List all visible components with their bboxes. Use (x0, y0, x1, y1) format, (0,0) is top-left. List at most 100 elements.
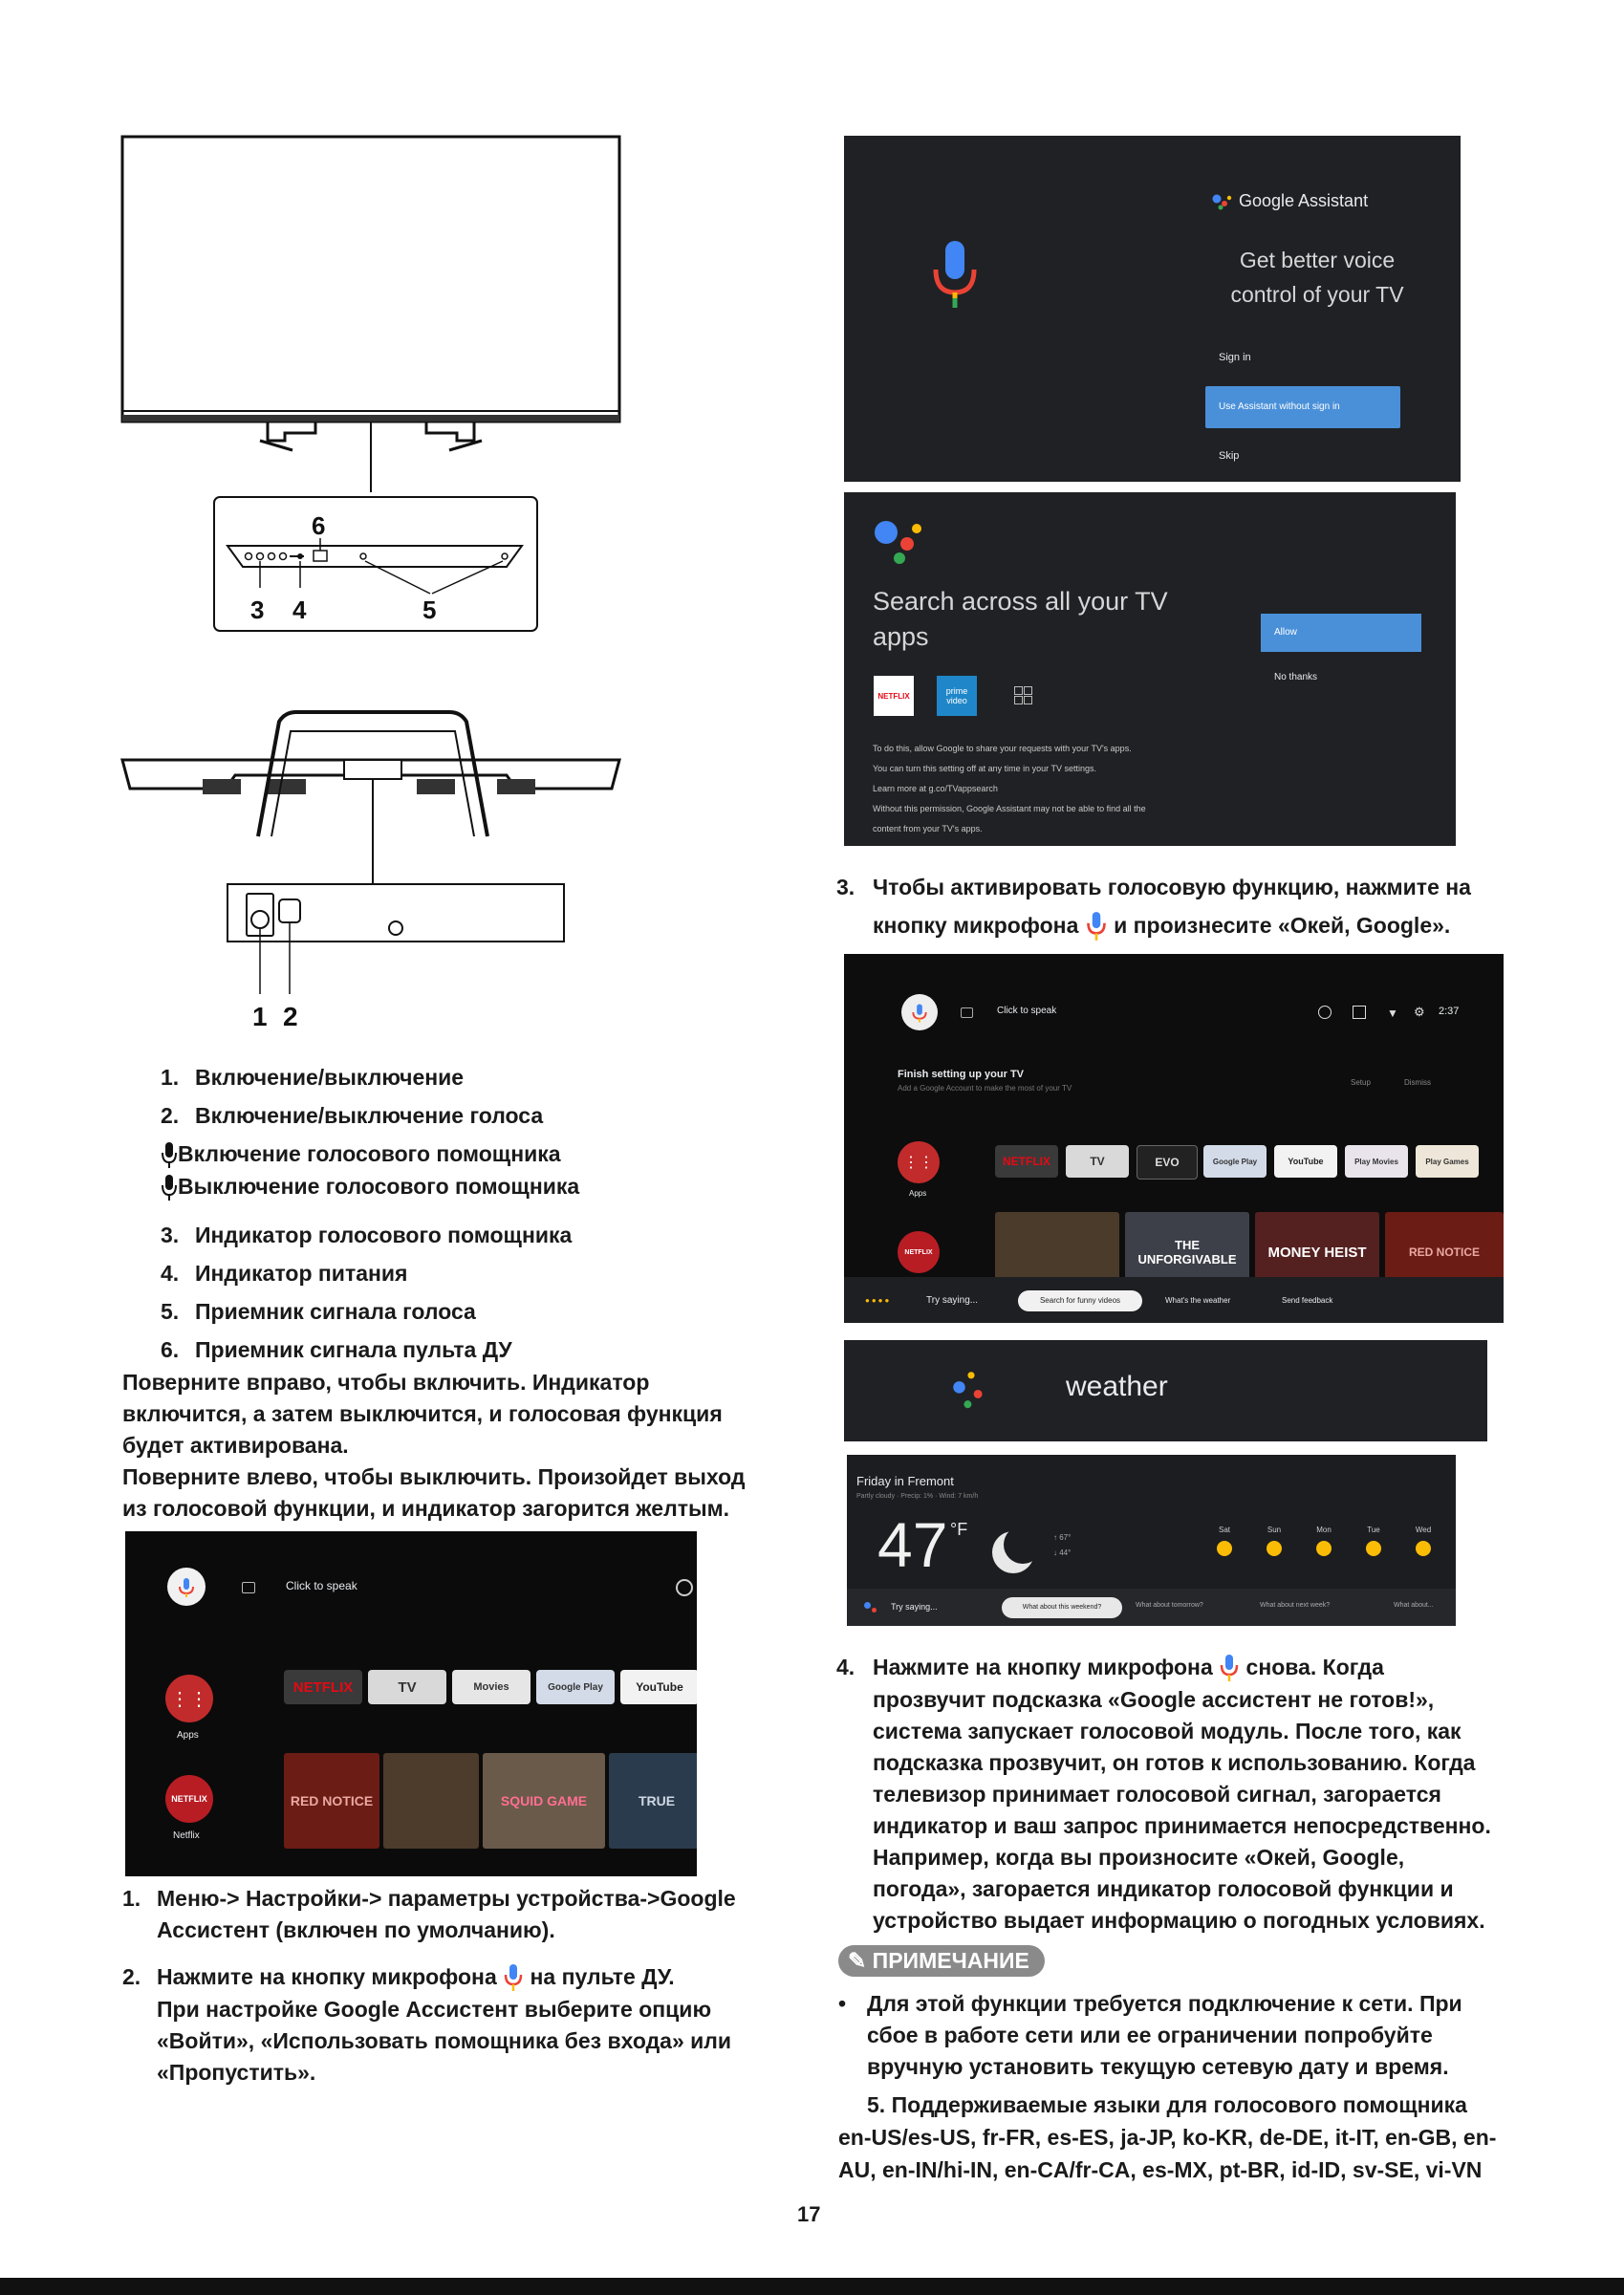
temperature: 47 (877, 1509, 948, 1580)
suggestion-chip-1[interactable]: What about this weekend? (1002, 1597, 1122, 1618)
home-screen-large: Click to speak ▼ ⚙ 2:37 Finish setting u… (844, 954, 1504, 1323)
callout-1: 1 (252, 1002, 268, 1031)
click-to-speak[interactable]: Click to speak (286, 1579, 357, 1592)
feature-item-4: 4.Индикатор питания (161, 1261, 408, 1286)
feature-list-top: 1.Включение/выключение 2.Включение/выклю… (161, 1061, 677, 1132)
para-line: Поверните вправо, чтобы включить. Индика… (122, 1370, 650, 1395)
try-saying: Try saying... (891, 1602, 938, 1612)
moon-cloud-icon (992, 1526, 1042, 1573)
tile-evo[interactable]: EVO (1137, 1145, 1198, 1180)
day-sun: Sun (1267, 1526, 1282, 1534)
front-detail-box (213, 496, 538, 632)
tile-netflix[interactable]: NETFLIX (995, 1145, 1058, 1178)
option-sign-in[interactable]: Sign in (1219, 352, 1251, 363)
step-3: 3. Чтобы активировать голосовую функцию,… (836, 868, 1601, 944)
suggestion-chip-4[interactable]: What about... (1394, 1602, 1434, 1609)
mic-icon (1220, 1654, 1239, 1681)
temperature-unit: °F (950, 1520, 968, 1539)
tv-bottom-outline (120, 710, 621, 884)
pencil-icon: ✎ (848, 1948, 867, 1973)
temp-low: ↓ 44° (1053, 1548, 1072, 1557)
keyboard-icon[interactable] (961, 1007, 973, 1018)
note-badge: ✎ ПРИМЕЧАНИЕ (838, 1945, 1045, 1977)
step-4: 4. Нажмите на кнопку микрофона снова. Ко… (836, 1654, 1491, 1933)
suggestion-chip-3[interactable]: What about next week? (1260, 1602, 1331, 1609)
no-thanks-button[interactable]: No thanks (1274, 672, 1318, 682)
poster-squid-game[interactable]: SQUID GAME (483, 1753, 605, 1849)
callout-3: 3 (250, 595, 264, 624)
netflix-app-icon: NETFLIX (874, 676, 914, 716)
input-icon[interactable] (1353, 1006, 1366, 1019)
suggestion-chip-1[interactable]: Search for funny videos (1018, 1290, 1142, 1311)
google-assistant-icon (953, 1372, 983, 1409)
callout-2: 2 (283, 1002, 298, 1031)
finish-setup-title: Finish setting up your TV (898, 1069, 1024, 1080)
tile-movies[interactable]: Movies (452, 1670, 531, 1704)
apps-label: Apps (177, 1730, 199, 1741)
mic-button[interactable] (901, 994, 938, 1030)
feature-list-bottom: 3.Индикатор голосового помощника 4.Индик… (161, 1219, 677, 1366)
tile-google-play[interactable]: Google Play (1203, 1145, 1267, 1178)
ga-brand: Google Assistant (1212, 191, 1368, 211)
suggestion-chip-2[interactable]: What's the weather (1165, 1296, 1231, 1305)
tile-youtube[interactable]: YouTube (1274, 1145, 1337, 1178)
timer-icon[interactable] (1318, 1006, 1332, 1019)
option-use-without-sign-in[interactable]: Use Assistant without sign in (1205, 386, 1400, 428)
instructions-paragraph: Поверните вправо, чтобы включить. Индика… (122, 1367, 772, 1525)
poster-true[interactable]: TRUE (609, 1753, 697, 1849)
poster-2[interactable] (383, 1753, 479, 1849)
mic-icon (912, 1004, 927, 1023)
note-bullet: • Для этой функции требуется подключение… (838, 1988, 1603, 2083)
forecast-days: Sat Sun Mon Tue Wed (1210, 1526, 1456, 1583)
apps-icon[interactable]: ⋮⋮ (165, 1675, 213, 1722)
feature-item-1: 1.Включение/выключение (161, 1065, 465, 1090)
mic-icon (162, 1141, 177, 1168)
tile-youtube[interactable]: YouTube (620, 1670, 697, 1704)
day-sat: Sat (1218, 1526, 1230, 1534)
tile-play-games[interactable]: Play Games (1416, 1145, 1479, 1178)
netflix-app-icon[interactable]: NETFLIX (165, 1775, 213, 1823)
suggestion-chip-2[interactable]: What about tomorrow? (1136, 1602, 1203, 1609)
assistant-dots-icon: ●●●● (865, 1296, 892, 1305)
day-tue: Tue (1367, 1526, 1380, 1534)
step-1: 1.Меню-> Настройки-> параметры устройств… (122, 1886, 736, 1942)
weather-subtitle: Partly cloudy · Precip: 1% · Wind: 7 km/… (856, 1493, 979, 1500)
tile-tv[interactable]: TV (368, 1670, 446, 1704)
tv-front-outline (120, 135, 621, 492)
page-number: 17 (797, 2202, 821, 2226)
sun-icon (1416, 1541, 1431, 1556)
apps-label: Apps (909, 1189, 927, 1198)
clock-time: 2:37 (1439, 1006, 1460, 1017)
tile-netflix[interactable]: NETFLIX (284, 1670, 362, 1704)
tile-tv[interactable]: TV (1066, 1145, 1129, 1178)
bottom-edge (0, 2278, 1624, 2295)
mic-icon (162, 1174, 177, 1201)
feature-item-6: 6.Приемник сигнала пульта ДУ (161, 1337, 512, 1362)
callout-5: 5 (422, 595, 436, 624)
weather-card: Friday in Fremont Partly cloudy · Precip… (847, 1455, 1456, 1626)
mic-on-line: Включение голосового помощника (161, 1137, 677, 1170)
option-skip[interactable]: Skip (1219, 450, 1240, 462)
tile-play-movies[interactable]: Play Movies (1345, 1145, 1408, 1178)
mic-button[interactable] (167, 1568, 206, 1606)
click-to-speak[interactable]: Click to speak (997, 1006, 1057, 1016)
tile-google-play[interactable]: Google Play (536, 1670, 615, 1704)
keyboard-icon[interactable] (242, 1582, 255, 1593)
suggestion-chip-3[interactable]: Send feedback (1282, 1296, 1333, 1305)
finish-setup-subtitle: Add a Google Account to make the most of… (898, 1084, 1072, 1093)
netflix-app-icon[interactable]: NETFLIX (898, 1231, 940, 1273)
clock-icon (676, 1579, 693, 1596)
poster-red-notice[interactable]: RED NOTICE (284, 1753, 379, 1849)
try-saying: Try saying... (926, 1295, 979, 1306)
weather-query-bar: weather (844, 1340, 1487, 1441)
setup-button[interactable]: Setup (1351, 1078, 1371, 1087)
home-screen-small: Click to speak ⋮⋮ Apps NETFLIX Netflix N… (125, 1531, 697, 1876)
allow-button[interactable]: Allow (1261, 614, 1421, 652)
apps-icon[interactable]: ⋮⋮ (898, 1141, 940, 1183)
settings-gear-icon[interactable]: ⚙ (1414, 1005, 1425, 1019)
dismiss-button[interactable]: Dismiss (1404, 1078, 1431, 1087)
